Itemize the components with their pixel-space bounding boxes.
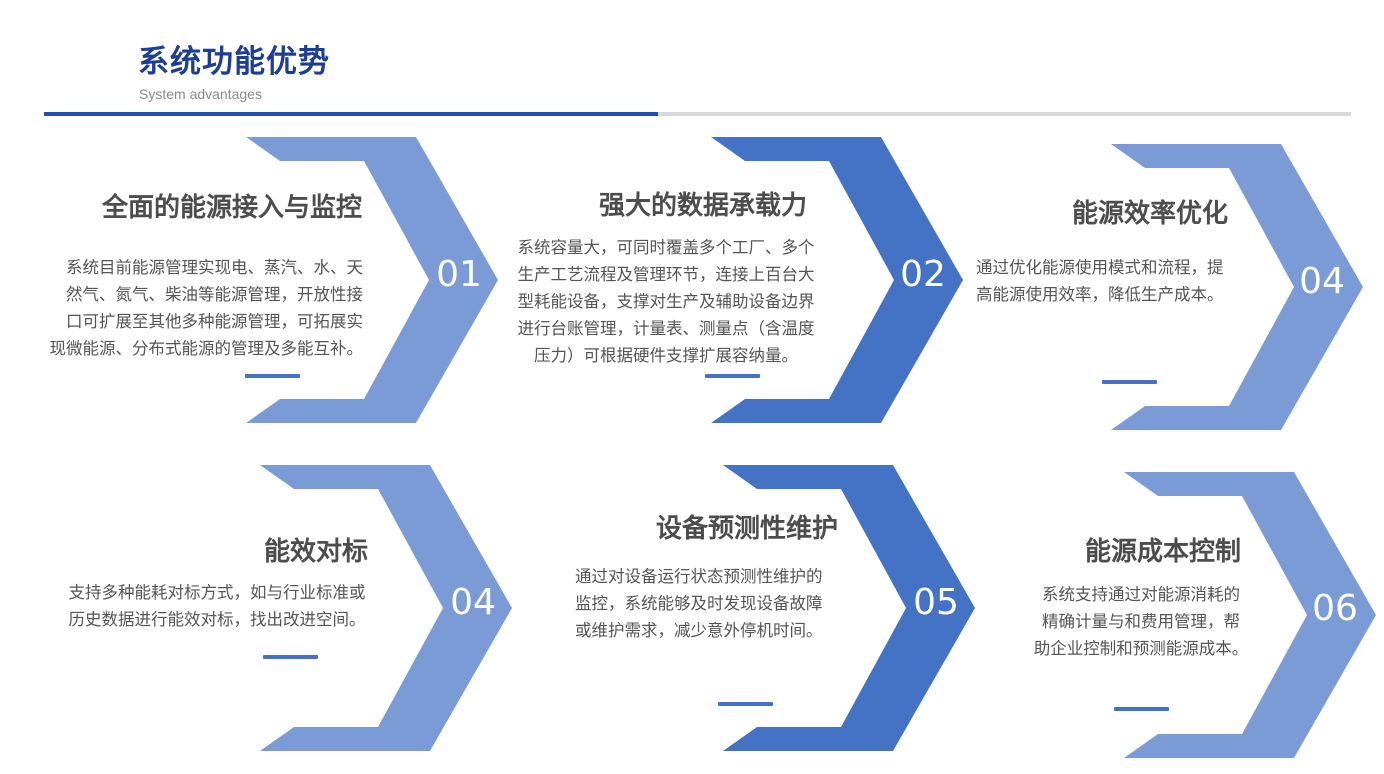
chevron-polygon (723, 465, 975, 751)
card-number: 01 (436, 254, 482, 295)
card-number: 04 (450, 582, 496, 623)
header-rule-accent (44, 112, 658, 116)
card-number: 05 (913, 582, 959, 623)
chevron-polygon (1111, 144, 1363, 430)
card-underline (1114, 707, 1169, 711)
chevron-arrow-shape (711, 137, 963, 423)
card-title: 强大的数据承载力 (598, 191, 807, 221)
card-number: 02 (900, 254, 946, 295)
card-underline (705, 374, 760, 378)
card-underline (245, 374, 300, 378)
card-title: 全面的能源接入与监控 (101, 193, 362, 223)
card-description: 系统支持通过对能源消耗的 精确计量与和费用管理，帮 助企业控制和预测能源成本。 (1033, 585, 1249, 658)
card-title: 能源效率优化 (1071, 199, 1228, 229)
card-title: 能源成本控制 (1084, 537, 1241, 567)
chevron-polygon (246, 137, 498, 423)
card-number: 04 (1299, 261, 1345, 302)
chevron-polygon (260, 465, 512, 751)
chevron-arrow-shape (246, 137, 498, 423)
chevron-arrow-shape (723, 465, 975, 751)
chevron-arrow-shape (1111, 144, 1363, 430)
card-description: 通过对设备运行状态预测性维护的 监控，系统能够及时发现设备故障 或维护需求，减少… (575, 567, 823, 640)
page-title: 系统功能优势 (138, 44, 330, 80)
card-description: 通过优化能源使用模式和流程，提 高能源使用效率，降低生产成本。 (976, 258, 1224, 304)
card-description: 支持多种能耗对标方式，如与行业标准或 历史数据进行能效对标，找出改进空间。 (68, 583, 366, 629)
card-underline (263, 655, 318, 659)
chevron-arrow-shape (1124, 472, 1376, 758)
card-underline (718, 702, 773, 706)
chevron-polygon (1124, 472, 1376, 758)
chevron-arrow-shape (260, 465, 512, 751)
chevron-polygon (711, 137, 963, 423)
card-title: 设备预测性维护 (655, 514, 838, 544)
card-underline (1102, 380, 1157, 384)
page-subtitle: System advantages (139, 86, 262, 102)
card-description: 系统目前能源管理实现电、蒸汽、水、天 然气、氮气、柴油等能源管理，开放性接 口可… (49, 258, 364, 358)
header-rule-gray (658, 112, 1351, 116)
card-description: 系统容量大，可同时覆盖多个工厂、多个 生产工艺流程及管理环节，连接上百台大 型耗… (517, 238, 815, 365)
card-number: 06 (1312, 588, 1358, 629)
card-title: 能效对标 (263, 537, 368, 567)
